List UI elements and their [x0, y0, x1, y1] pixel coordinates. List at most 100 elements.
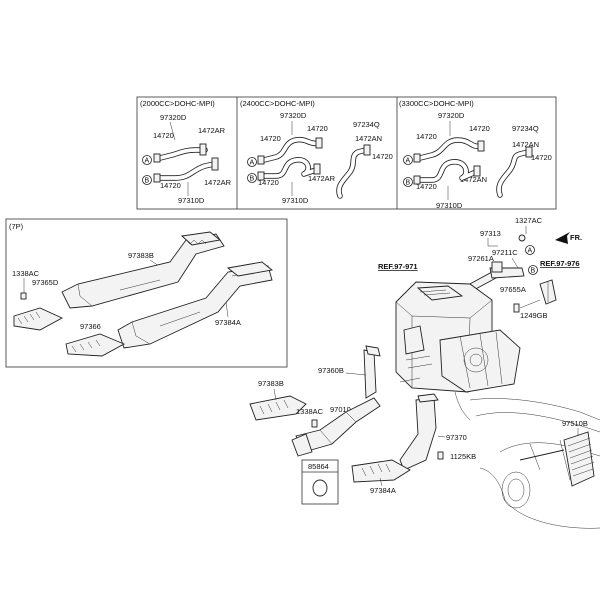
- callout-a-label: A: [145, 158, 150, 165]
- callout-b-label: B: [406, 180, 411, 187]
- callout-b-circle: [142, 175, 152, 185]
- 7p-panel-frame: [5, 218, 288, 368]
- rear-duct-upper: [61, 231, 225, 309]
- section-title-3300cc: (3300CC>DOHC-MPI): [399, 99, 474, 108]
- hvac-unit: [395, 281, 521, 421]
- callout-b-circle: [528, 265, 538, 275]
- hose-lower-2000: [153, 157, 219, 183]
- vent-97383B: 97383B: [249, 379, 307, 421]
- hose-97234Q-3300: [496, 146, 533, 198]
- part-label-14720: 14720: [416, 132, 437, 141]
- part-label-1472AN: 1472AN: [460, 175, 487, 184]
- part-label-97310D: 97310D: [178, 196, 205, 205]
- part-label-14720: 14720: [153, 131, 174, 140]
- part-label-14720: 14720: [160, 181, 181, 190]
- callout-b-label: B: [250, 176, 255, 183]
- part-label-97366: 97366: [80, 322, 101, 331]
- part-label-1125KB: 1125KB: [450, 452, 476, 461]
- part-label-97310D: 97310D: [282, 196, 309, 205]
- hose-upper-3300: [413, 137, 485, 163]
- callout-a-circle: [525, 245, 535, 255]
- part-label-14720: 14720: [469, 124, 490, 133]
- vent-97365D: [13, 292, 64, 331]
- part-label-97234Q: 97234Q: [353, 120, 380, 129]
- callout-b-label: B: [531, 268, 536, 275]
- part-label-1472AN: 1472AN: [355, 134, 382, 143]
- part-label-97384A: 97384A: [215, 318, 241, 327]
- part-label-97313: 97313: [480, 229, 501, 238]
- part-label-97234Q: 97234Q: [512, 124, 539, 133]
- part-label-97211C: 97211C: [492, 248, 518, 257]
- part-label-97370: 97370: [446, 433, 467, 442]
- part-label-97365D: 97365D: [32, 278, 59, 287]
- part-box-85864: 85864: [301, 459, 339, 505]
- part-box-frame: [301, 459, 339, 505]
- rear-duct-lower: [117, 261, 274, 349]
- part-label-97261A: 97261A: [468, 254, 494, 263]
- part-label-14720: 14720: [260, 134, 281, 143]
- part-label-1472AR: 1472AR: [198, 126, 226, 135]
- bracket-97655A: [513, 279, 557, 313]
- callout-a-label: A: [528, 248, 533, 255]
- hose-panel-frame: [136, 96, 557, 210]
- vent-97384A: 97384A: [351, 459, 411, 495]
- part-label-1338AC: 1338AC: [12, 269, 40, 278]
- part-label-1338AC: 1338AC: [296, 407, 324, 416]
- part-label-1249GB: 1249GB: [520, 311, 548, 320]
- part-label-14720: 14720: [531, 153, 552, 162]
- floor-duct-97010: 1338AC 97010: [291, 397, 381, 457]
- seven-passenger-panel: (7P) 97383B 1338AC 97365D 97384A 97366: [5, 218, 288, 368]
- vent-97366: [65, 333, 126, 357]
- part-label-85864: 85864: [308, 462, 329, 471]
- part-label-97320D: 97320D: [438, 111, 465, 120]
- vehicle-outline: [469, 398, 600, 529]
- part-label-97310D: 97310D: [436, 201, 463, 210]
- hose-lower-2400: [257, 157, 321, 181]
- part-label-1472AN: 1472AN: [512, 140, 539, 149]
- part-label-1472AR: 1472AR: [308, 174, 336, 183]
- hose-upper-2400: [257, 136, 323, 165]
- part-label-97655A: 97655A: [500, 285, 526, 294]
- main-assembly: FR. REF.97-971 REF.97-976 1327AC 97313 9…: [249, 216, 600, 529]
- callout-a-label: A: [406, 158, 411, 165]
- part-label-97010: 97010: [330, 405, 351, 414]
- front-label: FR.: [570, 233, 582, 242]
- grommet-85864: [312, 479, 328, 497]
- part-label-97383B: 97383B: [128, 251, 154, 260]
- grille-97510B: 97510B: [562, 419, 595, 487]
- callout-a-circle: [403, 155, 413, 165]
- front-direction-arrow: FR.: [555, 232, 582, 244]
- part-label-1472AR: 1472AR: [204, 178, 232, 187]
- callout-a-label: A: [250, 160, 255, 167]
- part-label-97383B: 97383B: [258, 379, 284, 388]
- part-label-14720: 14720: [372, 152, 393, 161]
- callout-b-circle: [403, 177, 413, 187]
- section-title-2000cc: (2000CC>DOHC-MPI): [140, 99, 215, 108]
- section-3300cc: (3300CC>DOHC-MPI) 97320D 14720 14720 147…: [399, 99, 552, 210]
- hose-panel: (2000CC>DOHC-MPI) 97320D 14720 1472AR 14…: [136, 96, 557, 210]
- hose-97234Q-2400: [336, 144, 371, 199]
- section-2400cc: (2400CC>DOHC-MPI) 97320D 14720 14720 147…: [240, 99, 393, 205]
- reference-label-97-976: REF.97-976: [540, 259, 580, 268]
- hose-upper-2000: [153, 143, 208, 163]
- part-label-14720: 14720: [258, 178, 279, 187]
- part-label-14720: 14720: [416, 182, 437, 191]
- part-label-97320D: 97320D: [280, 111, 307, 120]
- section-2000cc: (2000CC>DOHC-MPI) 97320D 14720 1472AR 14…: [140, 99, 232, 205]
- hose-lower-3300: [413, 159, 481, 185]
- callout-a-circle: [142, 155, 152, 165]
- section-title-7p: (7P): [9, 222, 24, 231]
- part-label-97320D: 97320D: [160, 113, 187, 122]
- section-title-2400cc: (2400CC>DOHC-MPI): [240, 99, 315, 108]
- part-label-97360B: 97360B: [318, 366, 344, 375]
- part-label-14720: 14720: [307, 124, 328, 133]
- callout-b-circle: [247, 173, 257, 183]
- part-label-1327AC: 1327AC: [515, 216, 543, 225]
- duct-97360B: 97360B: [318, 345, 381, 399]
- part-label-97384A: 97384A: [370, 486, 396, 495]
- duct-97370: 97370: [399, 393, 467, 471]
- reference-label-97-971: REF.97-971: [378, 262, 418, 271]
- callout-a-circle: [247, 157, 257, 167]
- part-label-97510B: 97510B: [562, 419, 588, 428]
